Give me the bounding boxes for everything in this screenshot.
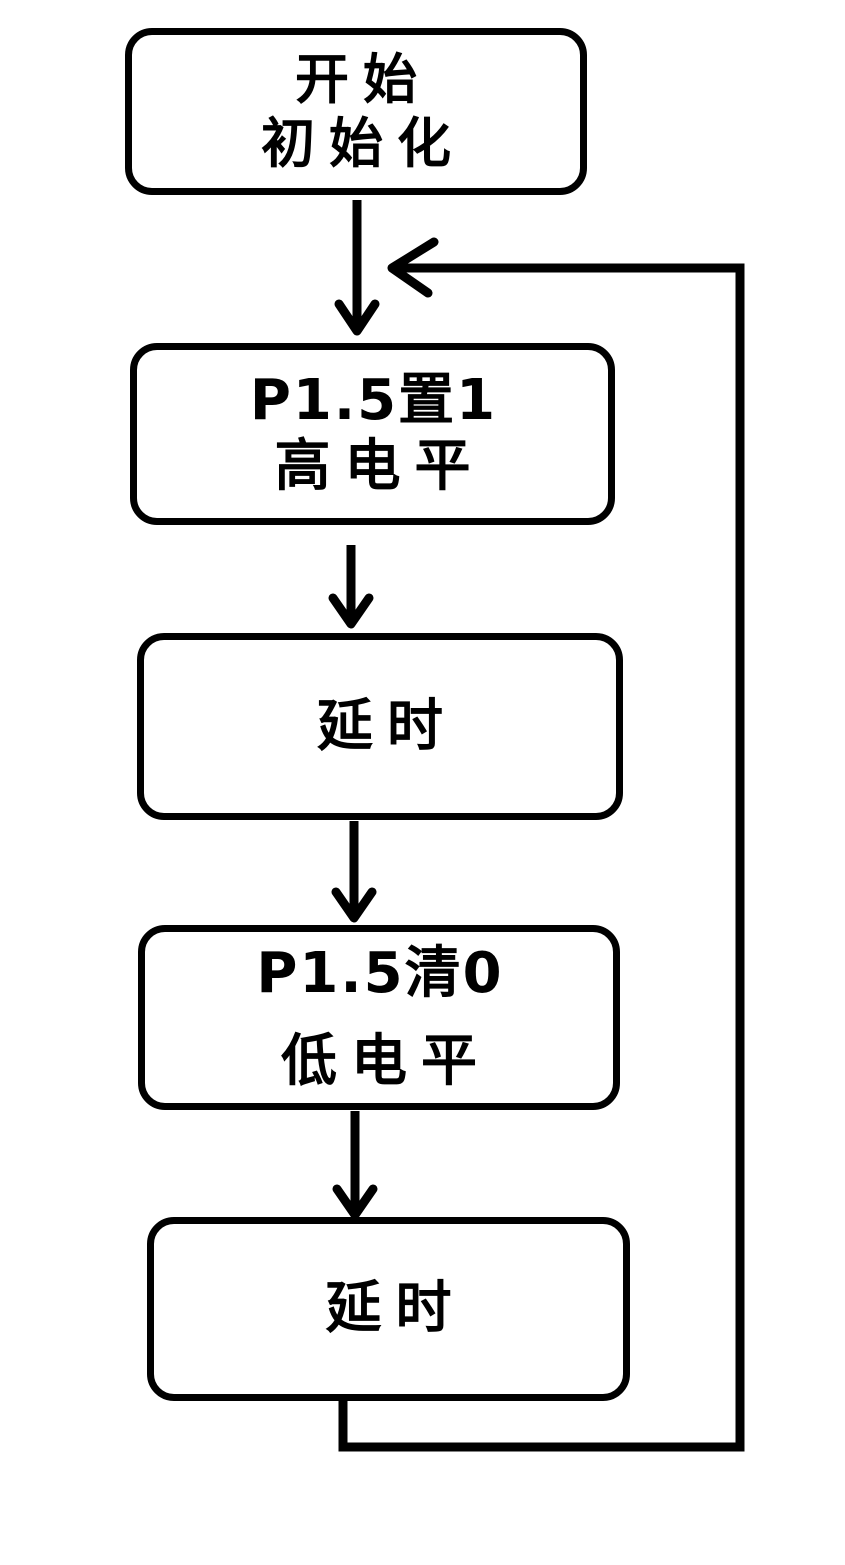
arrow-clear-low-to-delay-2 — [332, 1111, 378, 1220]
arrow-set-high-to-delay-1 — [328, 545, 374, 629]
node-delay-1-line-1: 延时 — [317, 695, 457, 758]
node-start-line-1: 开始 — [295, 49, 431, 110]
node-delay-2-line-1: 延时 — [325, 1278, 466, 1340]
arrow-start-to-set-high — [334, 200, 380, 336]
node-set-high-line-1: P1.5置1 — [249, 368, 498, 433]
node-clear-low-line-2: 低电平 — [281, 1030, 491, 1093]
flow-node-delay-1: 延时 — [137, 633, 623, 820]
flow-node-delay-2: 延时 — [147, 1217, 630, 1401]
node-set-high-line-2: 高电平 — [274, 436, 485, 498]
node-start-line-2: 初始化 — [261, 113, 465, 174]
arrow-delay-1-to-clear-low — [331, 821, 377, 923]
node-clear-low-line-1: P1.5清0 — [256, 940, 504, 1006]
loop-back-edge-delay-2-to-set-high — [338, 237, 745, 1452]
flow-node-clear-low: P1.5清0 低电平 — [138, 925, 620, 1110]
flow-node-set-high: P1.5置1 高电平 — [130, 343, 615, 525]
flow-node-start: 开始 初始化 — [125, 28, 587, 195]
